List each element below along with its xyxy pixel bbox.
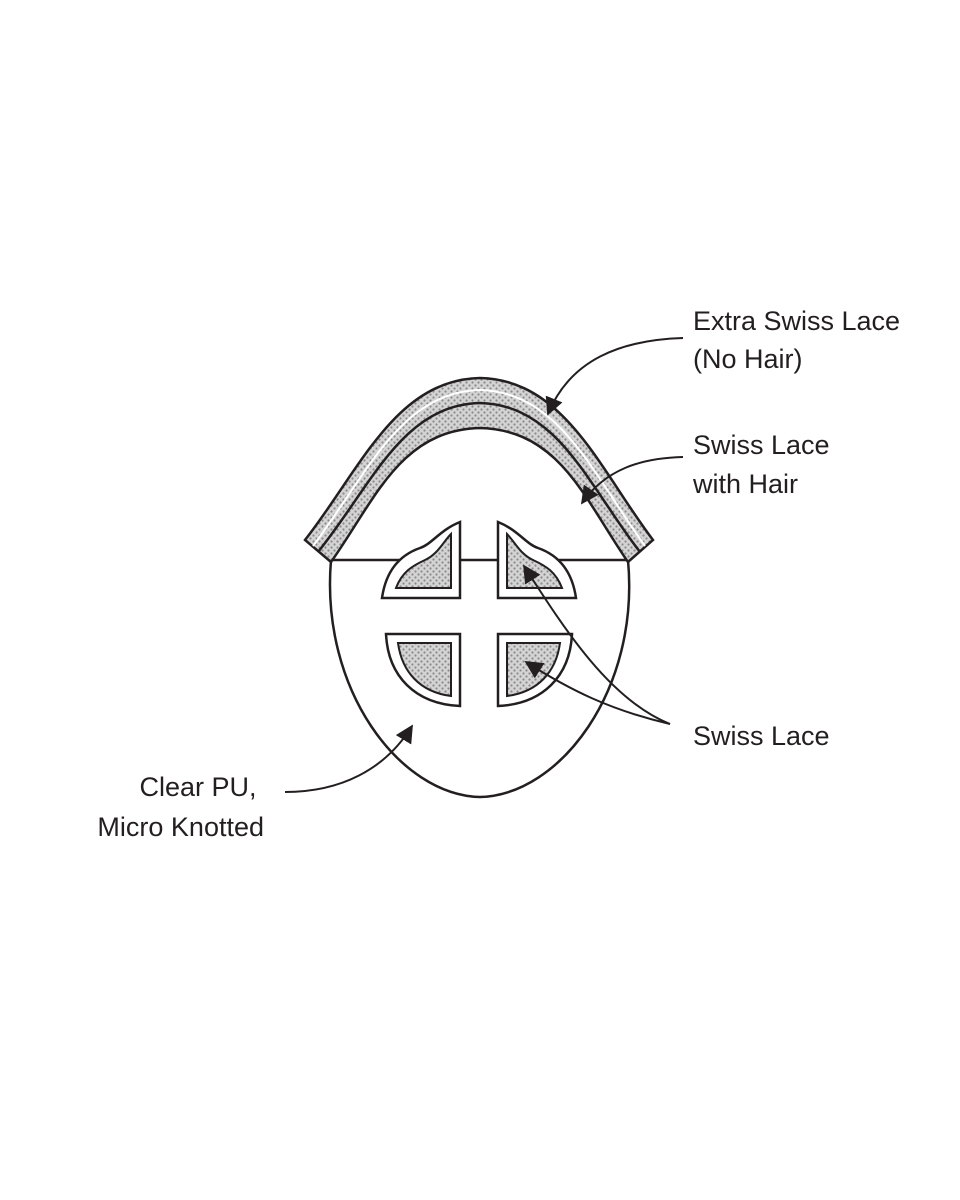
extra-swiss-lace-band — [312, 388, 646, 547]
arrow-swiss-lace-with-hair — [580, 456, 684, 505]
clear-pu-base — [328, 558, 631, 799]
lace-front-outer — [303, 376, 655, 564]
arrow-swiss-lace-bottom — [524, 661, 671, 725]
arrow-clear-pu — [284, 724, 413, 793]
label-swiss-lace-with-hair-line1: Swiss Lace — [693, 430, 830, 460]
label-extra-swiss-lace-line1: Extra Swiss Lace — [693, 306, 900, 336]
arrow-extra-swiss-lace — [545, 337, 684, 416]
arrow-swiss-lace-top — [523, 564, 671, 725]
label-extra-swiss-lace: Extra Swiss Lace (No Hair) — [693, 306, 908, 374]
label-swiss-lace-with-hair-line2: with Hair — [692, 469, 798, 499]
label-clear-pu: Clear PU, Micro Knotted — [97, 772, 264, 842]
label-swiss-lace-with-hair: Swiss Lace with Hair — [692, 430, 837, 499]
swiss-lace-window-top-right — [496, 520, 578, 600]
swiss-lace-window-bottom-left — [384, 632, 462, 708]
label-extra-swiss-lace-line2: (No Hair) — [693, 344, 803, 374]
swiss-lace-window-top-left — [380, 520, 462, 600]
label-clear-pu-line1: Clear PU, — [139, 772, 256, 802]
label-swiss-lace: Swiss Lace — [693, 721, 830, 751]
label-clear-pu-line2: Micro Knotted — [97, 812, 264, 842]
